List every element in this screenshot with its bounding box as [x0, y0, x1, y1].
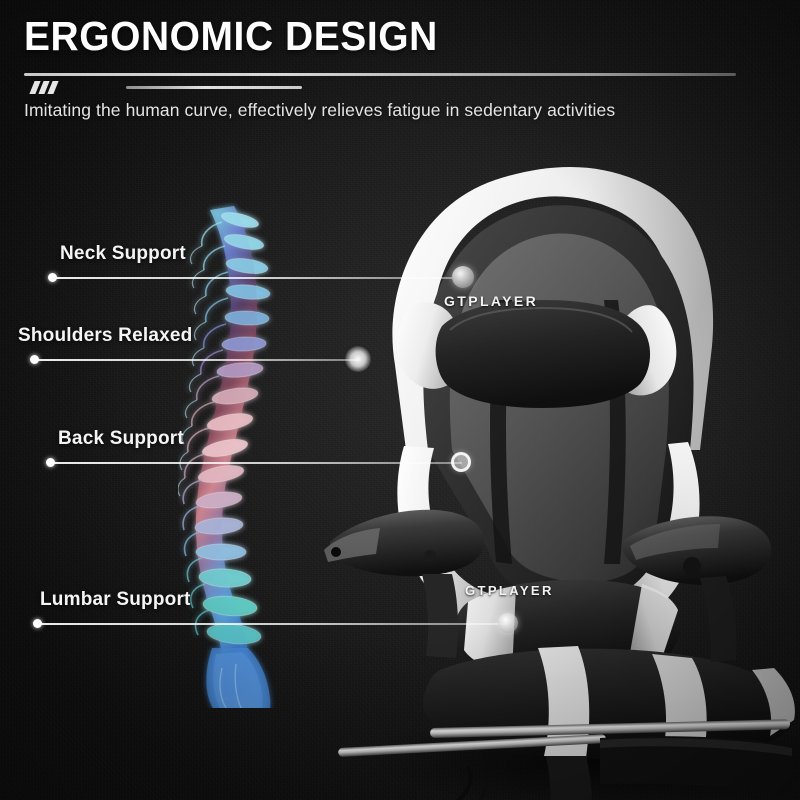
callout-label-back: Back Support	[58, 428, 184, 449]
callout-leader-line-back	[50, 462, 462, 464]
header: ERGONOMIC DESIGN Imitating the human cur…	[24, 14, 784, 121]
callout-bullet-back	[46, 458, 55, 467]
callout-bullet-shoulders	[30, 355, 39, 364]
page-subtitle: Imitating the human curve, effectively r…	[24, 100, 616, 121]
title-divider	[24, 67, 784, 97]
divider-line-long	[24, 73, 736, 77]
callout-leader-line-lumbar	[37, 623, 507, 625]
callout-label-neck: Neck Support	[60, 243, 186, 264]
page-title: ERGONOMIC DESIGN	[24, 13, 438, 59]
callout-bullet-lumbar	[33, 619, 42, 628]
callout-label-shoulders: Shoulders Relaxed	[18, 325, 193, 346]
callout-leader-line-shoulders	[34, 359, 359, 361]
callout-label-lumbar: Lumbar Support	[40, 589, 191, 610]
chair-marker-back[interactable]	[451, 452, 471, 472]
chair-marker-lumbar[interactable]	[498, 613, 518, 633]
callout-bullet-neck	[48, 273, 57, 282]
callout-leader-line-neck	[52, 277, 452, 279]
chair-marker-shoulders[interactable]	[345, 346, 371, 372]
chair-marker-neck[interactable]	[452, 266, 474, 288]
slash-accent-icon	[29, 81, 59, 95]
divider-line-short	[126, 86, 302, 90]
